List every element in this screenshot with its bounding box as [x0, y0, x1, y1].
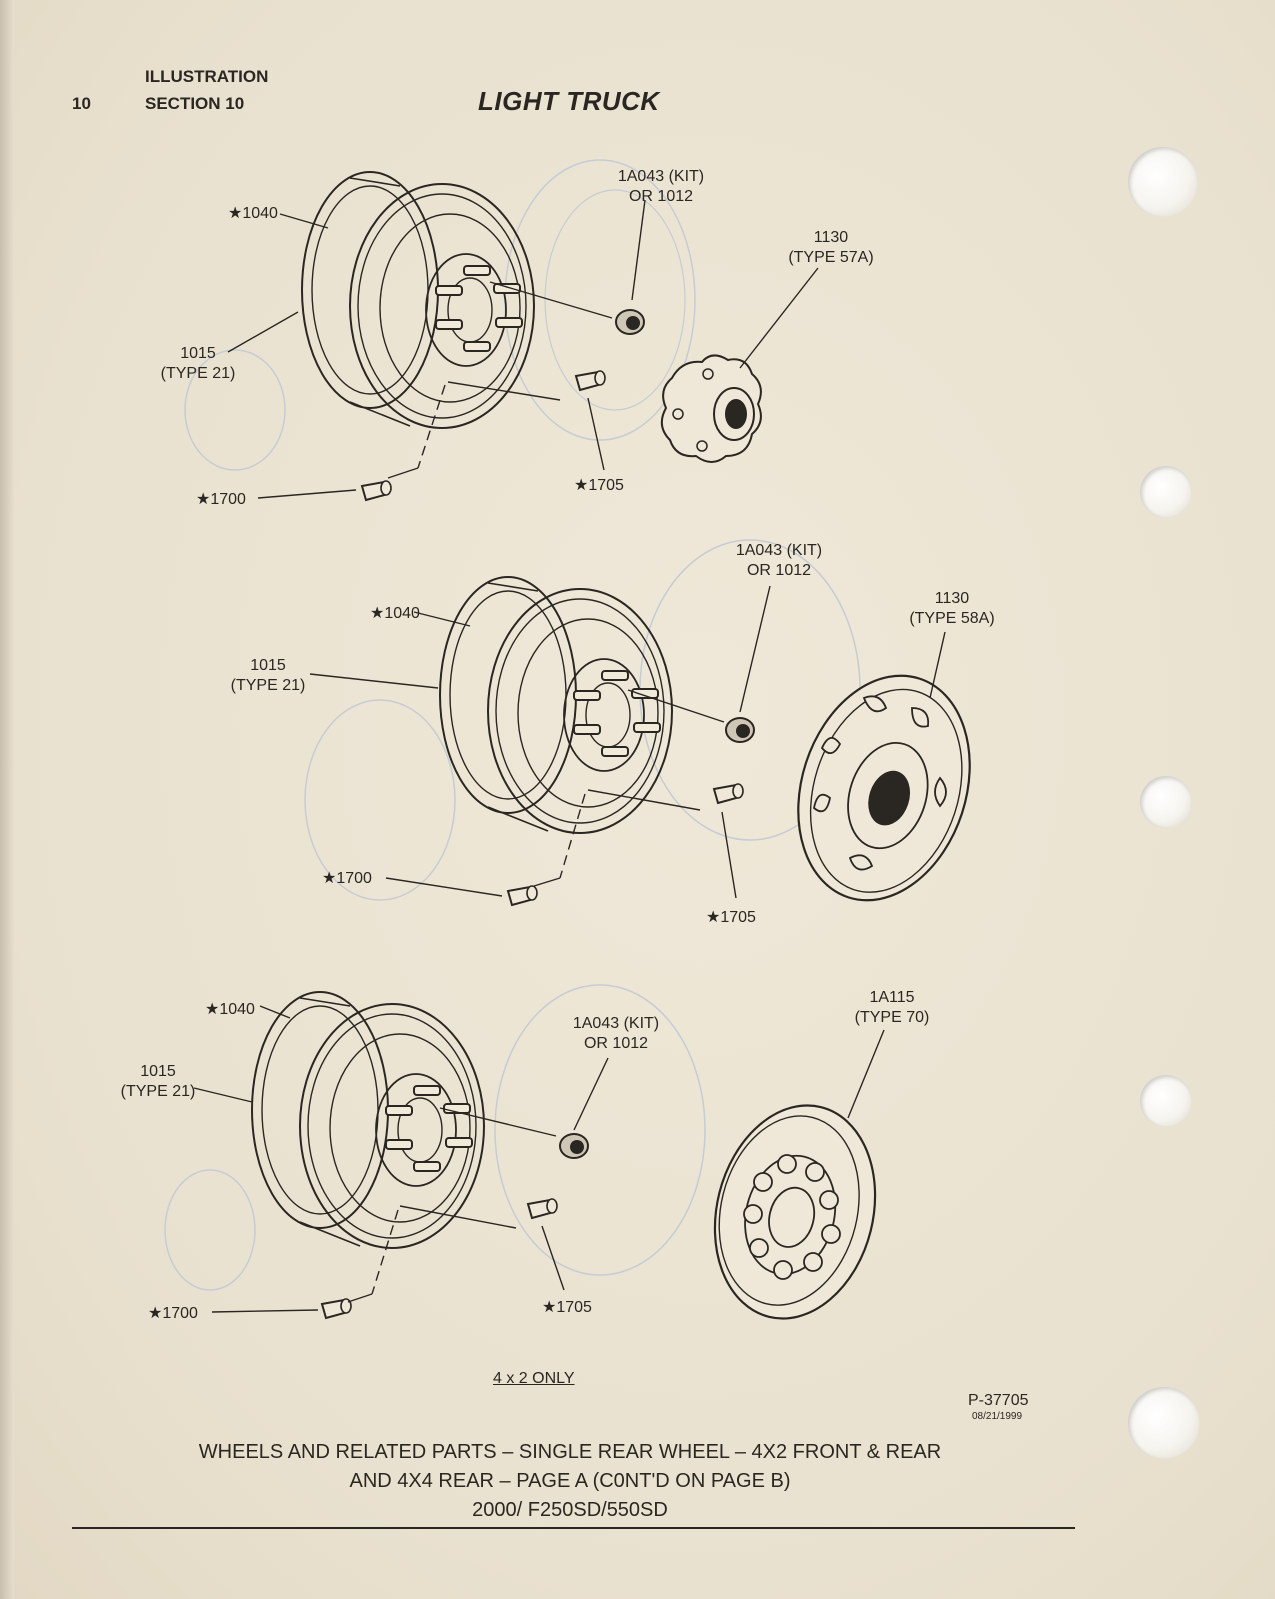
- section-label: ILLUSTRATION: [145, 67, 269, 86]
- footer-rule: [72, 1527, 1075, 1529]
- label-wheel-2-line2: (TYPE 21): [231, 677, 306, 694]
- label-valve-cap-2: ★1705: [706, 909, 756, 926]
- binder-hole: [1128, 147, 1198, 217]
- bleed-through-art: [164, 159, 861, 1291]
- lug-nut-3: [559, 1133, 589, 1159]
- label-nut-3-line1: 1A043 (KIT): [573, 1015, 659, 1032]
- valve-cap-3: [527, 1198, 558, 1219]
- hub-cap-57a: [660, 354, 762, 463]
- binder-hole: [1140, 776, 1192, 828]
- label-cap-2-line1: 1130: [935, 590, 970, 607]
- valve-stem-3: [321, 1298, 352, 1319]
- valve-cap-2: [713, 783, 744, 804]
- label-valve-stem-1: ★1700: [196, 491, 246, 508]
- binder-hole: [1140, 466, 1192, 518]
- page-title: LIGHT TRUCK: [478, 86, 660, 116]
- label-cap-2-line2: (TYPE 58A): [909, 610, 994, 627]
- stud-leader-line: [489, 281, 613, 319]
- label-nut-3-line2: OR 1012: [584, 1035, 648, 1052]
- page-edge-shadow: [0, 0, 14, 1599]
- label-wheel-3-line1: 1015: [140, 1063, 176, 1080]
- binder-hole: [1140, 1075, 1192, 1127]
- valve-stem-2: [507, 885, 538, 906]
- label-wheel-1-line2: (TYPE 21): [161, 365, 236, 382]
- label-nut-1-line1: 1A043 (KIT): [618, 168, 704, 185]
- label-valve-cap-3: ★1705: [542, 1299, 592, 1316]
- label-cap-3-line2: (TYPE 70): [855, 1009, 930, 1026]
- lug-nut-2: [725, 717, 755, 743]
- wheel-assembly-3: ★1040 1015 (TYPE 21) 1A043 (KIT) OR 1012…: [121, 989, 930, 1322]
- label-wheel-1-line1: 1015: [180, 345, 216, 362]
- label-nut-2-line2: OR 1012: [747, 562, 811, 579]
- caption-line-3: 2000/ F250SD/550SD: [472, 1499, 668, 1521]
- label-rim-2: ★1040: [370, 605, 420, 622]
- lug-nut-1: [615, 309, 645, 335]
- figure-caption: WHEELS AND RELATED PARTS – SINGLE REAR W…: [150, 1438, 990, 1525]
- figure-date: 08/21/1999: [972, 1411, 1023, 1422]
- figure-reference: P-37705: [968, 1392, 1029, 1409]
- wheel-rim-2: [439, 576, 673, 834]
- label-valve-stem-3: ★1700: [148, 1305, 198, 1322]
- binder-hole: [1128, 1387, 1200, 1459]
- label-wheel-3-line2: (TYPE 21): [121, 1083, 196, 1100]
- label-cap-1-line2: (TYPE 57A): [788, 249, 873, 266]
- wheel-cover-70: [713, 1104, 877, 1320]
- page-number: 10: [72, 94, 91, 113]
- wheel-cover-58a: [797, 674, 971, 902]
- label-valve-stem-2: ★1700: [322, 870, 372, 887]
- wheel-assembly-2: ★1040 1015 (TYPE 21) 1A043 (KIT) OR 1012…: [231, 542, 995, 926]
- section-number: SECTION 10: [145, 94, 245, 113]
- applicability-note: 4 x 2 ONLY: [493, 1370, 575, 1387]
- valve-cap-1: [575, 370, 606, 391]
- label-rim-3: ★1040: [205, 1001, 255, 1018]
- wheel-assembly-1: ★1040 1015 (TYPE 21) 1A043 (KIT) OR 1012…: [161, 168, 874, 508]
- label-rim-1: ★1040: [228, 205, 278, 222]
- label-cap-1-line1: 1130: [814, 229, 849, 246]
- label-wheel-2-line1: 1015: [250, 657, 286, 674]
- label-cap-3-line1: 1A115: [869, 989, 914, 1006]
- wheel-rim-3: [251, 991, 485, 1249]
- label-valve-cap-1: ★1705: [574, 477, 624, 494]
- caption-line-1: WHEELS AND RELATED PARTS – SINGLE REAR W…: [198, 1441, 942, 1463]
- valve-stem-1: [361, 480, 392, 501]
- label-nut-2-line1: 1A043 (KIT): [736, 542, 822, 559]
- caption-line-2: AND 4X4 REAR – PAGE A (C0NT'D ON PAGE B): [349, 1470, 791, 1492]
- label-nut-1-line2: OR 1012: [629, 188, 693, 205]
